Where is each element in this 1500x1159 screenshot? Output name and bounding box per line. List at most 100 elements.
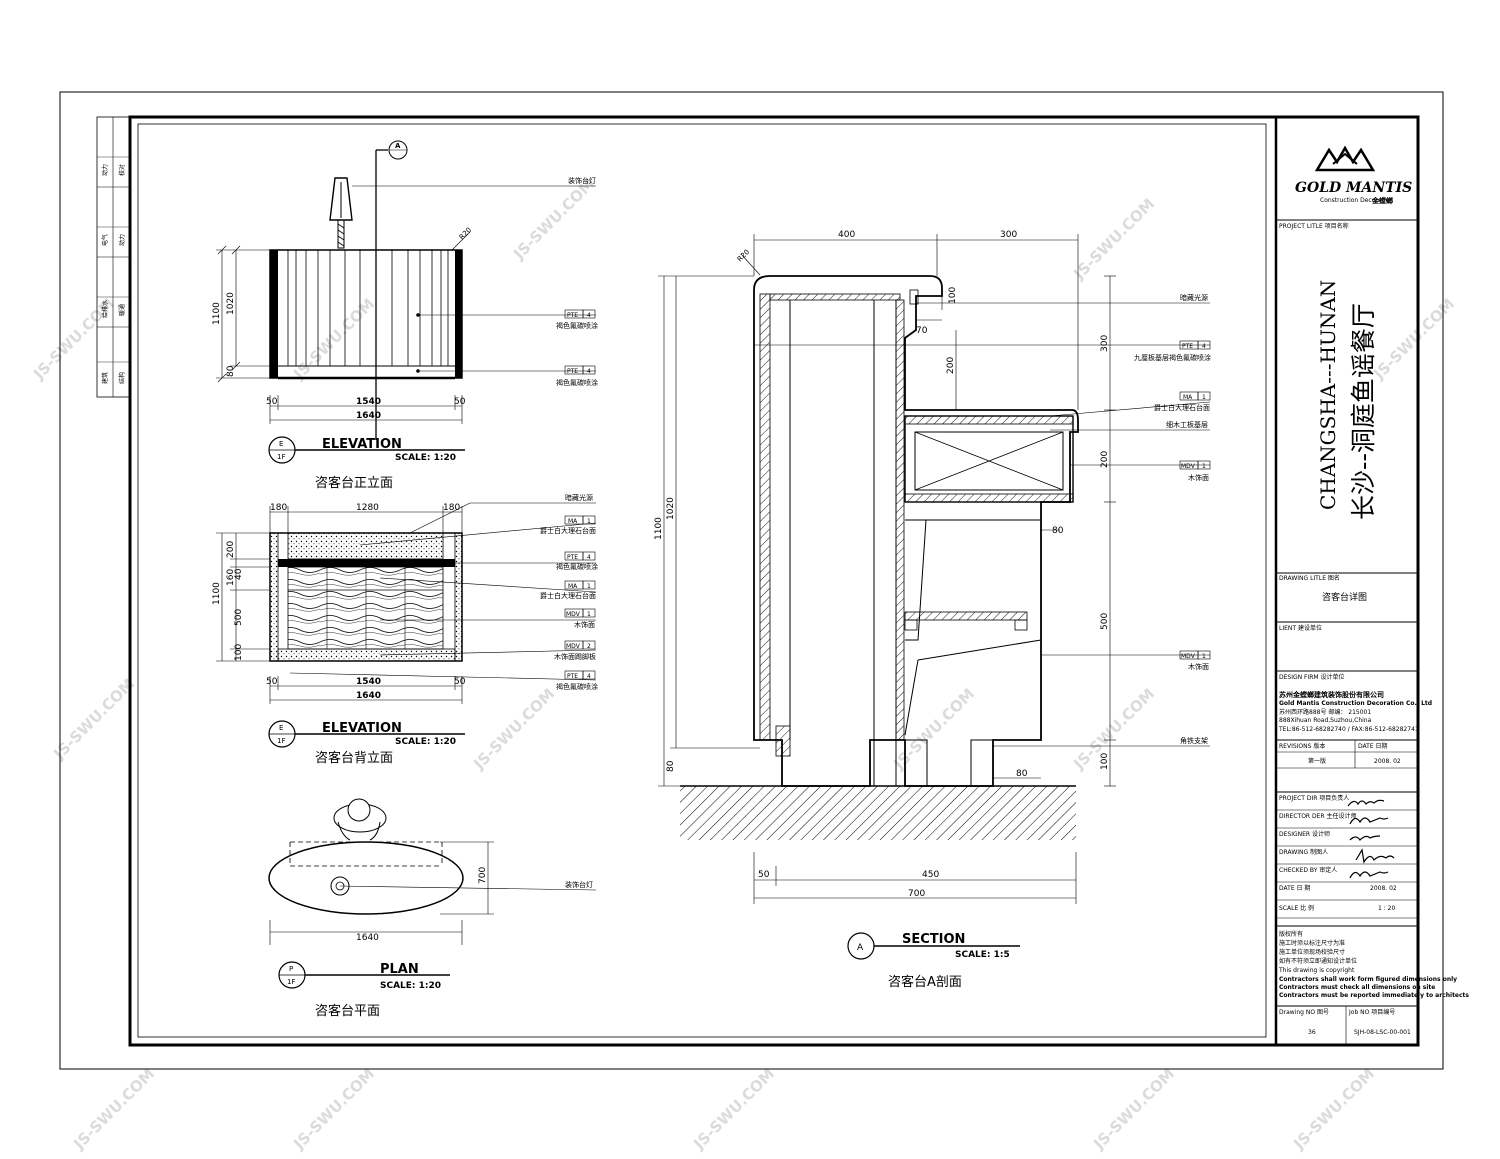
view-title: ELEVATION — [322, 437, 402, 452]
dim-text: 1640 — [356, 691, 381, 701]
callout-text: 爵士白大理石台面 — [540, 526, 596, 535]
material-num: 1 — [1202, 394, 1206, 401]
material-code: MA — [568, 518, 578, 525]
field-label: DRAWING LITLE 图名 — [1279, 574, 1340, 582]
dim-text: 500 — [1100, 613, 1110, 630]
view-ref-letter: E — [279, 724, 283, 732]
note-line: 施工时须以标注尺寸为准 — [1279, 939, 1345, 947]
watermark-text: JS-SWU.COM — [509, 175, 598, 264]
material-code: MDV — [1181, 653, 1196, 660]
field-label: REVISIONS 版本 — [1279, 742, 1325, 750]
field-label: DESIGN FIRM 设计单位 — [1279, 673, 1345, 681]
outer-frame — [59, 91, 1444, 1070]
dim-text: 100 — [1100, 753, 1110, 770]
material-code: MDV — [566, 611, 581, 618]
field-label: Job NO 项目编号 — [1348, 1008, 1395, 1016]
watermark-layer: JS-SWU.COM JS-SWU.COM JS-SWU.COM JS-SWU.… — [29, 175, 1458, 1154]
note-line: 施工单位须现场校验尺寸 — [1279, 948, 1345, 956]
company-logo — [1314, 145, 1376, 172]
dim-text: 200 — [1100, 451, 1110, 468]
watermark-text: JS-SWU.COM — [469, 685, 558, 774]
project-title-cn: 长沙--洞庭鱼谣餐厅 — [1349, 303, 1378, 520]
section-profile — [753, 275, 1079, 787]
dim-text: 1540 — [356, 397, 381, 407]
material-code: MA — [568, 583, 578, 590]
view-title: PLAN — [380, 962, 419, 977]
note-line: Contractors must check all dimensions on… — [1279, 984, 1435, 991]
strip-cell: 建筑 — [101, 372, 109, 384]
lamp-shade — [329, 177, 353, 221]
view-ref-sheet: 1F — [287, 978, 295, 986]
field-label: PROJECT LITLE 项目名称 — [1279, 222, 1349, 230]
firm-address: 苏州西环路888号 邮编： 215001 — [1279, 708, 1371, 716]
dim-text: 50 — [454, 397, 466, 407]
drawing-area-frame — [137, 123, 1267, 1038]
strip-cell: 校对 — [118, 164, 126, 176]
callout-text: 木饰面 — [1188, 473, 1209, 482]
callout-text: 爵士白大理石台面 — [1154, 403, 1210, 412]
strip-cell: 结构 — [118, 372, 126, 384]
material-code: MA — [1183, 394, 1193, 401]
watermark-text: JS-SWU.COM — [1089, 1065, 1178, 1154]
callout-text: 九厘板基层褐色氟碳喷涂 — [1134, 353, 1211, 362]
material-code: PTE — [567, 312, 578, 319]
material-num: 1 — [587, 583, 591, 590]
callout-text: 装饰台灯 — [565, 880, 593, 889]
dim-text: 1100 — [654, 517, 664, 540]
callout-text: 木饰面 — [1188, 662, 1209, 671]
drawing-title: 咨客台详图 — [1322, 591, 1367, 603]
dim-text: 700 — [908, 889, 925, 899]
field-label: DESIGNER 设计师 — [1279, 830, 1330, 838]
dim-text: 1100 — [212, 582, 222, 605]
dim-text: 200 — [946, 357, 956, 374]
field-label: DATE 日 期 — [1279, 884, 1310, 892]
watermark-text: JS-SWU.COM — [289, 1065, 378, 1154]
callout-text: 暗藏光源 — [1180, 293, 1208, 302]
title-block: GOLD MANTIS Construction Decoration 金螳螂 … — [1276, 145, 1469, 1045]
strip-cell: 暖通 — [118, 304, 126, 316]
dim-text: 200 — [226, 541, 236, 558]
material-num: 1 — [1202, 463, 1206, 470]
plan-outline — [268, 841, 464, 915]
section-view: 400 300 R20 1100 1020 80 100 70 200 80 8… — [654, 230, 1211, 990]
field-label: Drawing NO 图号 — [1279, 1009, 1329, 1016]
dim-text: 500 — [234, 609, 244, 626]
callout-text: 装饰台灯 — [568, 176, 596, 185]
callout-text: 褐色氟碳喷涂 — [556, 321, 598, 330]
firm-tel: TEL:86-512-68282740 / FAX:86-512-6828274… — [1278, 726, 1419, 733]
view-ref-sheet: 1F — [277, 737, 285, 745]
dim-text: 100 — [234, 644, 244, 661]
dim-text: 80 — [226, 365, 236, 377]
view-title: ELEVATION — [322, 721, 402, 736]
strip-cell: 动力 — [101, 164, 109, 176]
callout-text: 褐色氟碳喷涂 — [556, 682, 598, 691]
watermark-text: JS-SWU.COM — [1369, 295, 1458, 384]
project-title-en: CHANGSHA---HUNAN — [1316, 280, 1340, 510]
dim-text: 40 — [234, 568, 244, 580]
view-ref-letter: A — [857, 943, 864, 953]
firm-name: 苏州金螳螂建筑装饰股份有限公司 — [1279, 690, 1384, 699]
view-scale: SCALE: 1:5 — [955, 950, 1010, 960]
strip-cell: 给排水 — [101, 300, 109, 318]
watermark-text: JS-SWU.COM — [1069, 195, 1158, 284]
watermark-text: JS-SWU.COM — [289, 295, 378, 384]
watermark-text: JS-SWU.COM — [49, 675, 138, 764]
dim-text: 80 — [1052, 526, 1064, 536]
callout-text: 暗藏光源 — [565, 493, 593, 502]
plan-view: 1640 700 装饰台灯 P 1F PLAN SCALE: 1:20 咨客台平… — [268, 798, 597, 1019]
watermark-text: JS-SWU.COM — [69, 1065, 158, 1154]
view-caption: 咨客台背立面 — [315, 750, 393, 766]
material-code: MDV — [566, 643, 581, 650]
view-title: SECTION — [902, 932, 965, 947]
note-line: 版权所有 — [1279, 930, 1303, 938]
field-label: SCALE 比 例 — [1279, 904, 1314, 912]
callout-text: 木饰面 — [574, 620, 595, 629]
material-num: 1 — [587, 518, 591, 525]
callout-text: 角铁支架 — [1180, 736, 1208, 745]
material-code: PTE — [567, 368, 578, 375]
dim-text: 450 — [922, 870, 939, 880]
view-caption: 咨客台正立面 — [315, 475, 393, 491]
view-ref-sheet: 1F — [277, 453, 285, 461]
job-number: SJH-08-LSC-00-001 — [1354, 1029, 1411, 1036]
